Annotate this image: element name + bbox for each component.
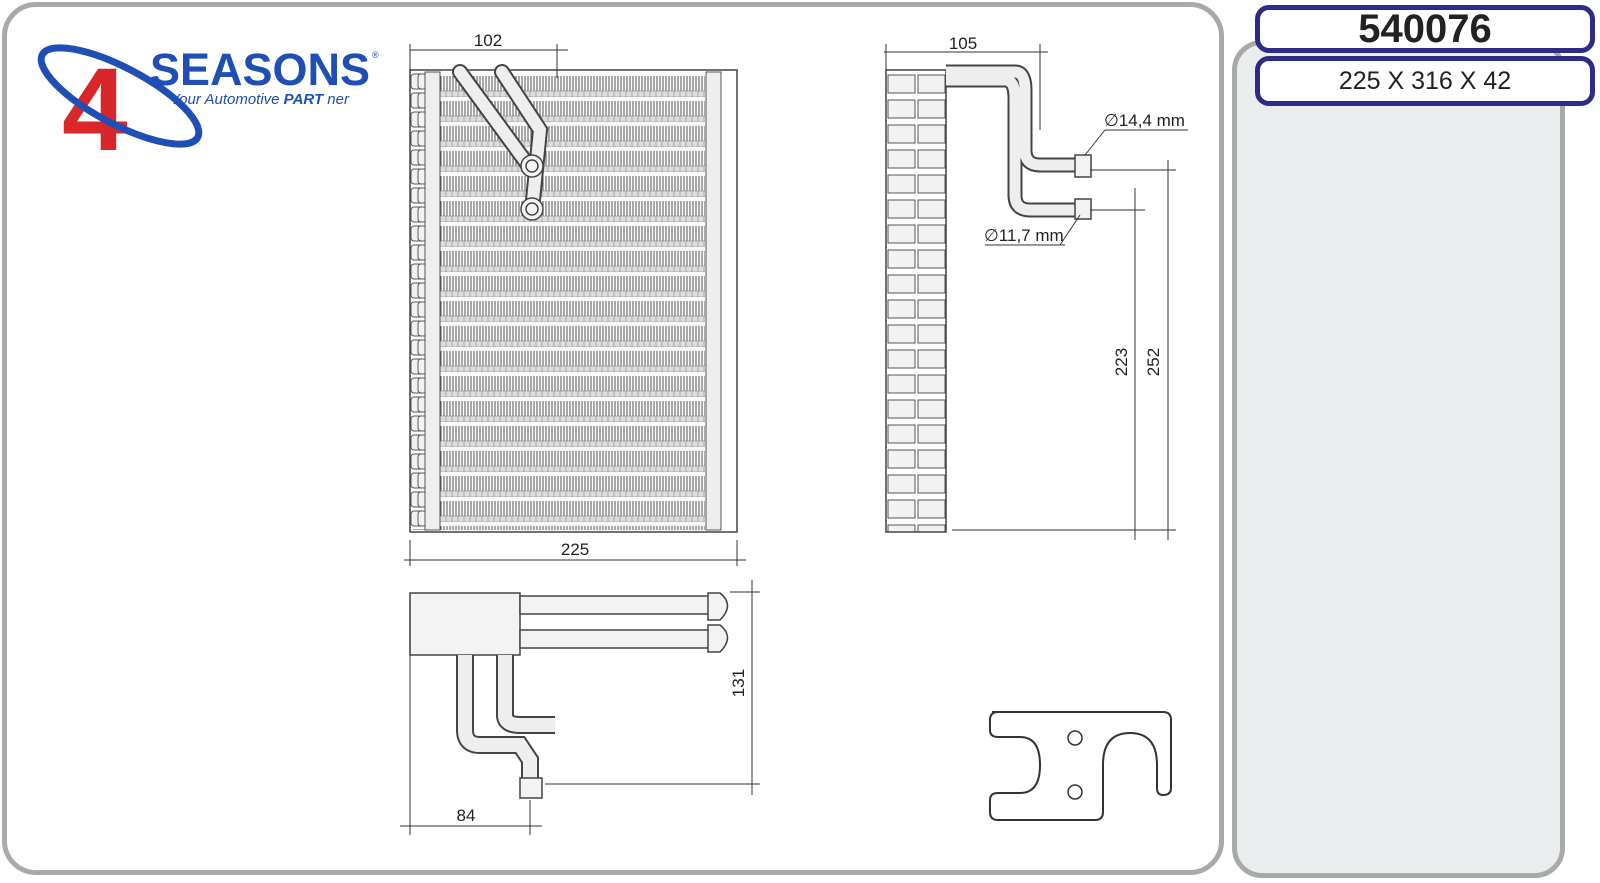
front-view: 102 225 xyxy=(404,31,746,566)
product-dimensions: 225 X 316 X 42 xyxy=(1255,56,1595,106)
bottom-view: 84 131 xyxy=(400,580,760,835)
svg-text:131: 131 xyxy=(729,669,748,697)
orbit-swoosh-icon xyxy=(37,44,203,148)
svg-text:SEASONS: SEASONS xyxy=(150,44,370,95)
svg-text:102: 102 xyxy=(474,31,502,50)
svg-text:∅14,4 mm: ∅14,4 mm xyxy=(1104,111,1185,130)
info-panel xyxy=(1232,40,1565,878)
svg-text:®: ® xyxy=(372,50,379,60)
svg-text:252: 252 xyxy=(1144,348,1163,376)
bolt-hole xyxy=(1067,730,1083,746)
four-seasons-logo: 4 SEASONS ® Your Automotive PART ner xyxy=(37,44,379,176)
mounting-bracket xyxy=(989,711,1172,821)
bolt-hole xyxy=(1067,784,1083,800)
side-view: 105 ∅14,4 mm ∅11,7 mm 223 252 xyxy=(884,34,1188,540)
svg-text:Your Automotive PART ner: Your Automotive PART ner xyxy=(170,91,350,108)
svg-text:105: 105 xyxy=(949,34,977,53)
svg-text:223: 223 xyxy=(1112,348,1131,376)
svg-text:84: 84 xyxy=(457,806,476,825)
svg-text:∅11,7 mm: ∅11,7 mm xyxy=(984,226,1064,245)
svg-text:225: 225 xyxy=(561,540,589,559)
product-code: 540076 xyxy=(1255,5,1595,53)
